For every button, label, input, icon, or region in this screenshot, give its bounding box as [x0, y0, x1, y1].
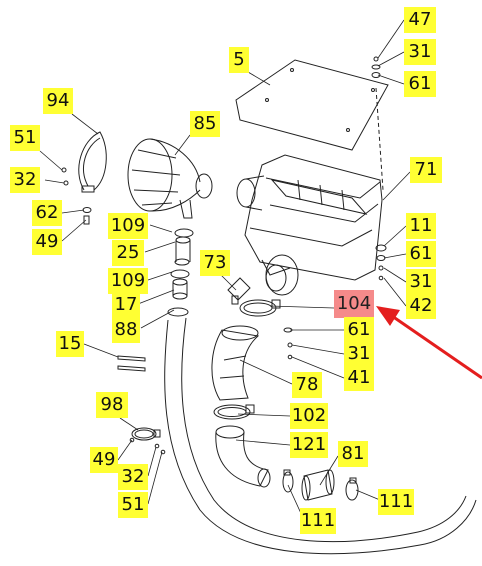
callout-31-side: 31 [406, 269, 436, 295]
callout-11: 11 [406, 213, 436, 239]
callout-81: 81 [338, 441, 368, 467]
clamp-band-part [61, 131, 107, 225]
strip-parts [117, 355, 146, 372]
callout-73: 73 [200, 250, 230, 276]
leader-lines [39, 19, 411, 521]
callout-78: 78 [292, 372, 322, 398]
hose-adapter-stack [167, 228, 194, 317]
callout-31: 31 [404, 39, 436, 65]
callout-109: 109 [108, 213, 148, 239]
callout-32: 32 [10, 167, 40, 193]
callout-31-mid: 31 [344, 341, 374, 367]
callout-88: 88 [112, 317, 140, 343]
callout-85: 85 [190, 111, 220, 137]
callout-32-lower: 32 [118, 464, 148, 490]
callout-25: 25 [112, 240, 144, 266]
clamp-111-part [282, 469, 359, 501]
clamp-98-part [129, 427, 166, 455]
callout-47: 47 [404, 7, 436, 33]
callout-121: 121 [290, 432, 328, 458]
callout-98: 98 [96, 392, 128, 418]
long-hose-part [164, 317, 477, 555]
highlight-arrow [376, 306, 482, 380]
side-fasteners [375, 244, 387, 281]
cover-plate-part [235, 59, 389, 191]
callout-61-side: 61 [406, 241, 436, 267]
air-filter-housing-part [236, 154, 383, 296]
callout-102: 102 [290, 403, 328, 429]
clamp-104-part [239, 299, 281, 317]
callout-61-mid: 61 [344, 317, 374, 343]
bend-121-part [215, 425, 271, 488]
callout-109-lower: 109 [108, 268, 148, 294]
callout-104-highlighted: 104 [334, 290, 374, 318]
coupling-81-part [301, 469, 335, 501]
callout-111: 111 [300, 508, 336, 534]
callout-42: 42 [406, 293, 436, 319]
clamp-102-part [213, 404, 255, 420]
callout-62: 62 [32, 200, 62, 226]
sensor-part [227, 277, 251, 305]
top-fasteners [371, 56, 381, 78]
callout-5: 5 [229, 47, 249, 73]
callout-49-lower: 49 [90, 447, 118, 473]
callout-51: 51 [10, 125, 40, 151]
callout-51-lower: 51 [118, 492, 148, 518]
callout-41: 41 [344, 365, 374, 391]
callout-15: 15 [56, 331, 84, 357]
callout-49: 49 [32, 229, 62, 255]
callout-17: 17 [112, 292, 140, 318]
precleaner-part [127, 138, 213, 219]
callout-71: 71 [410, 157, 442, 183]
callout-94: 94 [43, 88, 73, 114]
elbow-hose-part [211, 325, 260, 401]
callout-111-right: 111 [378, 489, 414, 515]
mid-fasteners [283, 327, 293, 360]
callout-61: 61 [404, 71, 436, 97]
